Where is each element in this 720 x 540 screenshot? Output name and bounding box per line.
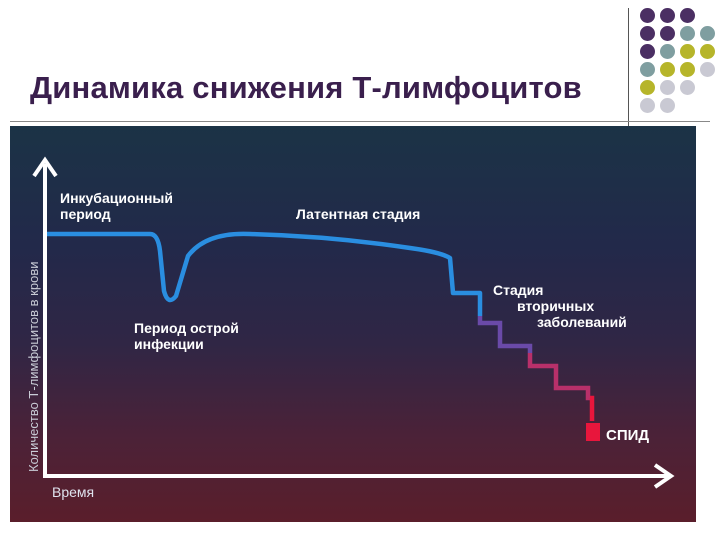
decor-dot <box>680 8 695 23</box>
label-secondary-line1: Стадия <box>493 282 544 298</box>
decor-dot <box>640 26 655 41</box>
curve-final-drop <box>589 395 595 421</box>
label-latent: Латентная стадия <box>296 206 421 222</box>
x-axis-label: Время <box>52 484 95 500</box>
label-incubation-line1: Инкубационный <box>60 190 173 206</box>
y-axis-arrow <box>32 156 58 178</box>
decor-dot <box>680 26 695 41</box>
x-axis-arrow <box>653 463 675 489</box>
y-axis-label: Количество Т-лимфоцитов в крови <box>26 261 41 472</box>
curve-late-steps <box>527 353 591 401</box>
label-incubation: Инкубационный период <box>60 190 173 222</box>
diagram-graphics <box>32 156 675 489</box>
decor-dot <box>700 62 715 77</box>
label-acute-line1: Период острой <box>134 320 239 336</box>
title-divider-horizontal <box>10 121 710 122</box>
decor-dot <box>640 98 655 113</box>
decor-dot <box>640 44 655 59</box>
decor-dot <box>700 26 715 41</box>
label-acute-line2: инфекции <box>134 336 204 352</box>
decor-dot <box>680 62 695 77</box>
label-aids: СПИД <box>606 427 650 444</box>
title-divider-vertical <box>628 8 629 126</box>
label-acute: Период острой инфекции <box>134 320 239 352</box>
label-incubation-line2: период <box>60 206 111 222</box>
diagram-panel: Количество Т-лимфоцитов в крови Время Ин… <box>10 126 696 522</box>
curve-secondary-steps <box>477 316 533 353</box>
decor-dot <box>660 98 675 113</box>
decor-dot <box>660 62 675 77</box>
decor-dot <box>640 8 655 23</box>
label-secondary-line2: вторичных <box>517 298 595 314</box>
decor-dot <box>660 26 675 41</box>
decor-dot <box>640 80 655 95</box>
slide-title: Динамика снижения Т-лимфоцитов <box>30 70 582 105</box>
decor-dot <box>680 80 695 95</box>
aids-marker <box>586 423 600 441</box>
decor-dot <box>660 80 675 95</box>
decor-dot <box>700 44 715 59</box>
decor-dot <box>660 44 675 59</box>
label-secondary-line3: заболеваний <box>537 314 627 330</box>
label-secondary: Стадия вторичных заболеваний <box>493 282 627 330</box>
decor-dot <box>680 44 695 59</box>
curve-incubation-latent <box>47 231 483 316</box>
decor-dot <box>640 62 655 77</box>
decor-dot <box>660 8 675 23</box>
